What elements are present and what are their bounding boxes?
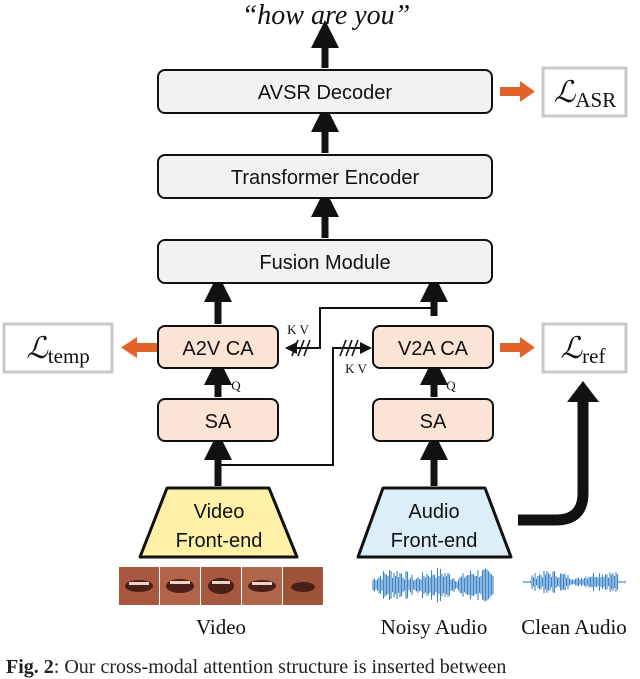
kv-hatch-v2a <box>339 339 359 357</box>
video-frame <box>160 567 200 605</box>
loss-arrow-asr <box>500 81 535 102</box>
output-text: “how are you” <box>242 0 411 31</box>
a2v-ca-block <box>157 325 279 369</box>
sa-video-block <box>157 398 279 442</box>
video-frames <box>119 567 323 605</box>
cross-line-video-to-v2a <box>218 342 372 466</box>
noisy-audio-label: Noisy Audio <box>381 615 488 639</box>
avsr-decoder-block <box>157 69 493 114</box>
video-frame <box>201 567 241 605</box>
cross-line-audio-to-a2v <box>285 307 434 354</box>
v2a-ca-label: V2A CA <box>398 338 469 360</box>
clean-audio-label: Clean Audio <box>521 615 627 639</box>
arrow-clean-audio-to-ref <box>518 398 589 526</box>
port-label-q-v2a: Q <box>446 378 456 393</box>
audio-frontend-block <box>356 486 513 559</box>
loss-box-asr <box>541 66 628 118</box>
video-frontend-label-line2: Front-end <box>176 530 263 552</box>
loss-asr: ℒASR <box>554 76 616 112</box>
sa-video-label: SA <box>205 411 232 433</box>
transformer-encoder-label: Transformer Encoder <box>231 167 420 189</box>
audio-frontend-label-line2: Front-end <box>391 530 478 552</box>
sa-audio-label: SA <box>420 411 447 433</box>
port-label-q-a2v: Q <box>231 378 241 393</box>
port-label-kv-a2v: K V <box>287 322 309 337</box>
video-frame <box>119 567 159 605</box>
loss-arrow-temp <box>121 337 157 358</box>
loss-box-temp <box>2 322 114 374</box>
figure-caption-label: Fig. 2 <box>6 656 54 678</box>
figure-caption-text: : Our cross-modal attention structure is… <box>53 656 507 678</box>
loss-box-ref <box>541 322 628 374</box>
figure-caption: Fig. 2: Our cross-modal attention struct… <box>6 656 640 679</box>
v2a-ca-block <box>372 325 494 369</box>
fusion-module-block <box>157 239 493 284</box>
video-frame <box>283 567 323 605</box>
fusion-module-label: Fusion Module <box>259 252 390 274</box>
video-frontend-block <box>138 486 299 559</box>
video-input-label: Video <box>196 615 246 639</box>
audio-frontend-label-line1: Audio <box>408 501 459 523</box>
loss-arrow-ref <box>500 337 535 358</box>
arrow-clean-audio-to-ref-head <box>567 381 599 402</box>
clean-audio-waveform <box>522 570 626 594</box>
sa-audio-block <box>372 398 494 442</box>
avsr-decoder-label: AVSR Decoder <box>258 82 392 104</box>
a2v-ca-label: A2V CA <box>182 338 254 360</box>
loss-temp: ℒtemp <box>26 332 90 368</box>
video-frontend-label-line1: Video <box>194 501 245 523</box>
port-label-kv-v2a: K V <box>345 361 367 376</box>
noisy-audio-waveform <box>372 567 494 603</box>
loss-ref: ℒref <box>561 332 606 368</box>
kv-hatch-a2v <box>291 339 311 357</box>
video-frame <box>242 567 282 605</box>
transformer-encoder-block <box>157 154 493 199</box>
